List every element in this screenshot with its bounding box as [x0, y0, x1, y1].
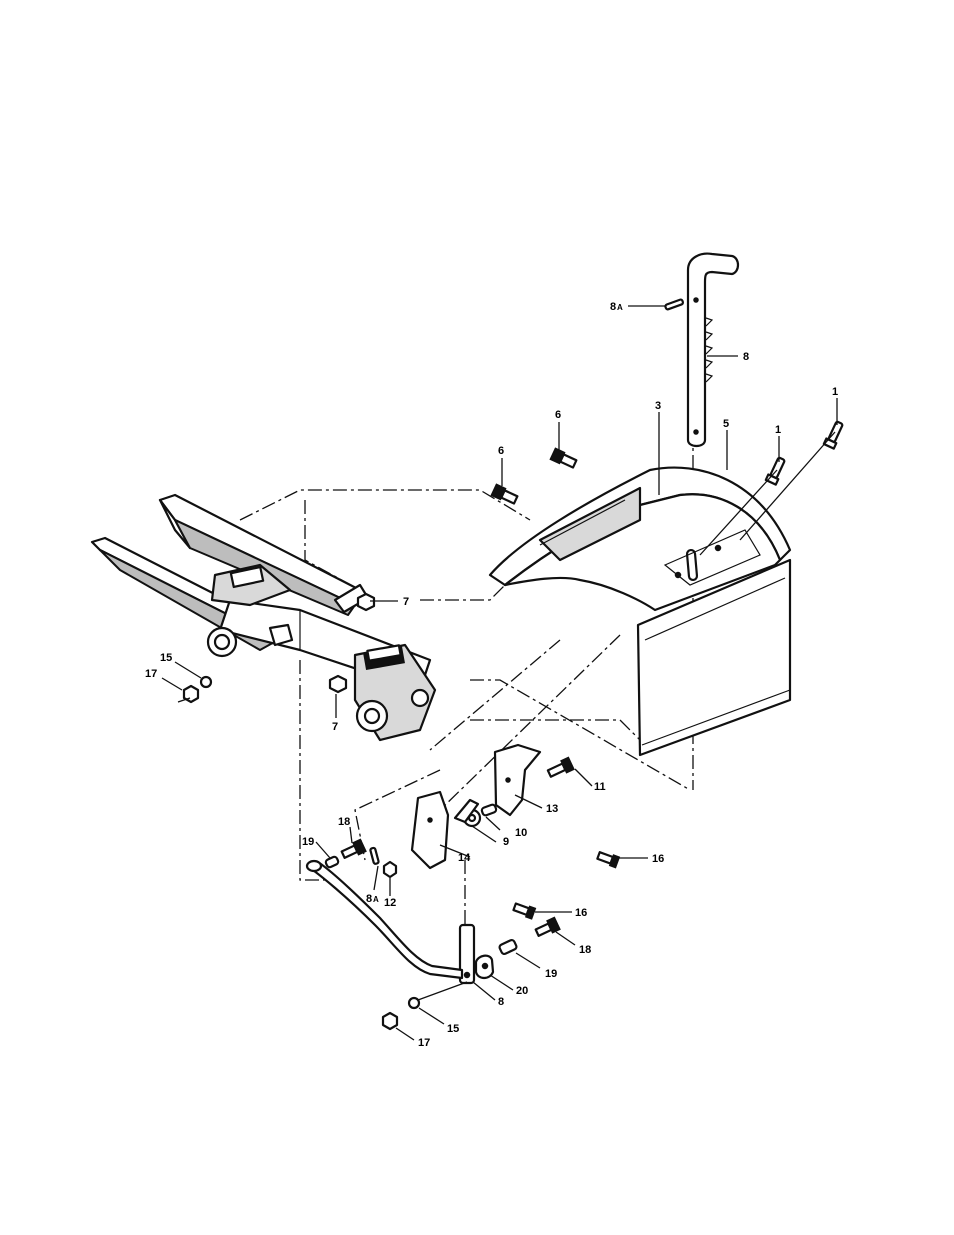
callout-15-bottom: 15	[447, 1023, 459, 1035]
callout-17-bottom: 17	[418, 1037, 430, 1049]
svg-text:8: 8	[366, 893, 372, 905]
callout-10: 10	[515, 827, 527, 839]
callout-14: 14	[458, 852, 471, 864]
callout-9: 9	[503, 836, 509, 848]
depth-bar-upper	[688, 254, 738, 446]
callout-8-top: 8	[743, 351, 749, 363]
callout-16-lower: 16	[575, 907, 587, 919]
callout-16-upper: 16	[652, 853, 664, 865]
callout-15-left: 15	[160, 652, 172, 664]
svg-text:A: A	[617, 303, 623, 312]
callout-1-upper: 1	[832, 386, 838, 398]
callout-20: 20	[516, 985, 528, 997]
callout-19-upper: 19	[302, 836, 314, 848]
callout-12: 12	[384, 897, 396, 909]
left-frame-rails	[92, 495, 435, 740]
callout-11: 11	[594, 781, 606, 793]
pivot-brackets	[412, 745, 540, 868]
callout-7-upper: 7	[403, 596, 409, 608]
callout-19-lower: 19	[545, 968, 557, 980]
callout-17-left: 17	[145, 668, 157, 680]
callout-6-lower: 6	[498, 445, 504, 457]
depth-rod	[307, 861, 462, 978]
callout-8a-mid: 8 A	[366, 893, 379, 905]
callout-13: 13	[546, 803, 558, 815]
tine-shield	[490, 468, 790, 755]
callout-7-lower: 7	[332, 721, 338, 733]
svg-text:A: A	[373, 895, 379, 904]
svg-text:8: 8	[610, 301, 616, 313]
callout-6-upper: 6	[555, 409, 561, 421]
link-plate	[476, 939, 517, 978]
callout-5: 5	[723, 418, 729, 430]
callout-3: 3	[655, 400, 661, 412]
callout-8-bottom: 8	[498, 996, 504, 1008]
callout-18-upper: 18	[338, 816, 350, 828]
callout-1-lower: 1	[775, 424, 781, 436]
callout-18-lower: 18	[579, 944, 591, 956]
callout-8a-top: 8 A	[610, 301, 623, 313]
